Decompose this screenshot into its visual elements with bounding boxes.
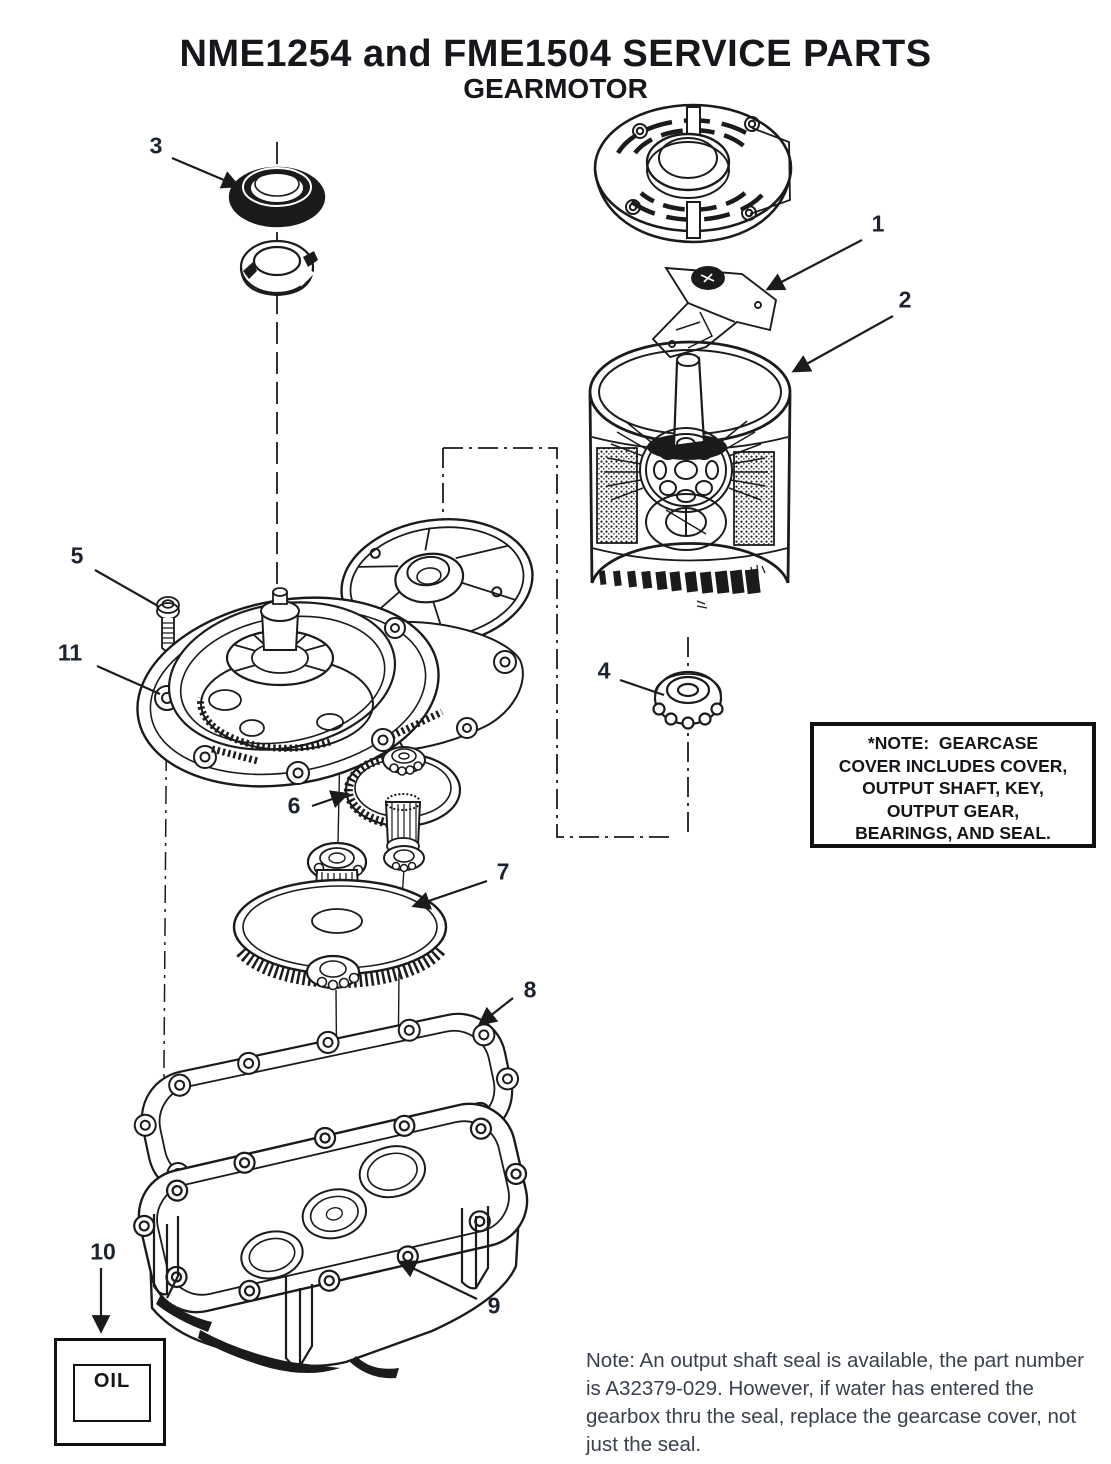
leader-lines xyxy=(91,156,894,1334)
vent-slots xyxy=(598,568,761,595)
output-gear-assembly xyxy=(232,841,448,991)
footnote-line: Note: An output shaft seal is available,… xyxy=(586,1349,1084,1372)
footnote-line: gearbox thru the seal, replace the gearc… xyxy=(586,1405,1077,1428)
output-shaft-seal-footnote: Note: An output shaft seal is available,… xyxy=(586,1347,1111,1459)
gearcase-note-box: *NOTE: GEARCASE COVER INCLUDES COVER, OU… xyxy=(810,722,1096,848)
callout-4: 4 xyxy=(597,657,611,684)
housing-shadow xyxy=(156,1296,399,1379)
winding-fins xyxy=(604,420,768,501)
footnote-line: just the seal. xyxy=(586,1433,702,1456)
gearcase-cover xyxy=(136,587,524,788)
callout-10: 10 xyxy=(90,1238,116,1265)
note-line: BEARINGS, AND SEAL. xyxy=(855,823,1051,843)
brush-assembly xyxy=(651,266,778,359)
oil-label: OIL xyxy=(93,1370,131,1392)
callout-1: 1 xyxy=(871,210,885,237)
callout-8: 8 xyxy=(523,976,537,1003)
oil-label-box: OIL xyxy=(73,1364,151,1422)
armature xyxy=(639,427,733,551)
mounting-bolt xyxy=(156,596,180,655)
motor-housing xyxy=(588,340,792,609)
cluster-gear xyxy=(343,746,462,873)
callout-7: 7 xyxy=(496,858,510,885)
motor-end-cap xyxy=(593,103,793,244)
output-seal xyxy=(228,166,326,228)
callout-6: 6 xyxy=(287,792,301,819)
callout-9: 9 xyxy=(487,1292,501,1319)
callout-3: 3 xyxy=(149,132,163,159)
footnote-line: is A32379-029. However, if water has ent… xyxy=(586,1377,1034,1400)
note-line: OUTPUT GEAR, xyxy=(886,800,1020,821)
motor-bearing xyxy=(652,670,724,730)
callout-2: 2 xyxy=(898,286,912,313)
callout-5: 5 xyxy=(70,542,84,569)
seal-retainer-ring xyxy=(239,239,318,297)
note-line: *NOTE: GEARCASE xyxy=(867,733,1039,753)
callout-11: 11 xyxy=(57,639,83,666)
note-line: OUTPUT SHAFT, KEY, xyxy=(862,778,1044,798)
page-subtitle: GEARMOTOR xyxy=(463,73,648,104)
page-title: NME1254 and FME1504 SERVICE PARTS xyxy=(179,33,932,75)
output-bevel-gear xyxy=(225,587,335,687)
housing-marks xyxy=(696,564,766,609)
page-header: NME1254 and FME1504 SERVICE PARTS GEARMO… xyxy=(0,34,1111,104)
note-line: COVER INCLUDES COVER, xyxy=(838,755,1068,776)
